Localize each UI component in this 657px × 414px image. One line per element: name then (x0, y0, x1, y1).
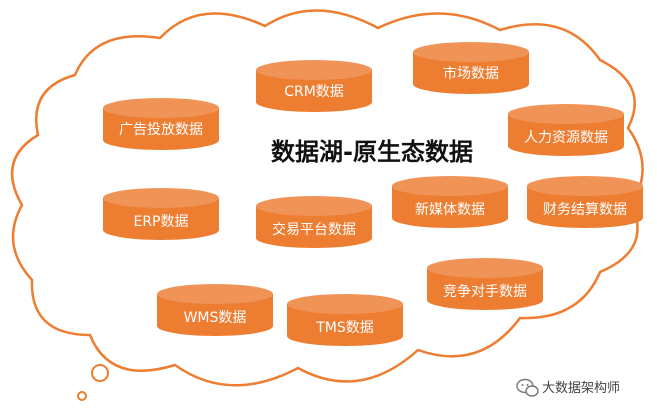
cylinder-label: 新媒体数据 (415, 202, 485, 218)
cylinder-finance: 财务结算数据 (527, 176, 643, 228)
cylinder-erp: ERP数据 (103, 188, 219, 240)
cylinder-label: ERP数据 (133, 214, 188, 230)
cylinder-new-media: 新媒体数据 (392, 176, 508, 228)
diagram-title: 数据湖-原生态数据 (271, 138, 473, 166)
cylinder-top (103, 98, 219, 118)
cylinder-competitor: 竞争对手数据 (427, 258, 543, 310)
cloud-puff-large (91, 364, 109, 382)
cylinder-top (157, 284, 273, 304)
cylinder-label: CRM数据 (284, 84, 344, 100)
cylinder-top (527, 176, 643, 196)
cylinder-tms: TMS数据 (287, 294, 403, 346)
cylinder-trading: 交易平台数据 (256, 196, 372, 248)
cylinder-top (103, 188, 219, 208)
cloud-puff-small (77, 391, 87, 401)
cylinder-crm: CRM数据 (256, 60, 372, 112)
cylinder-hr: 人力资源数据 (508, 104, 624, 156)
cylinder-top (392, 176, 508, 196)
cylinder-label: TMS数据 (315, 320, 374, 336)
cylinder-top (508, 104, 624, 124)
watermark-text: 大数据架构师 (542, 381, 620, 396)
cylinder-label: 竞争对手数据 (443, 283, 527, 300)
wechat-icon (516, 378, 539, 397)
cylinder-label: 广告投放数据 (119, 122, 203, 138)
cylinder-wms: WMS数据 (157, 284, 273, 336)
cylinder-top (413, 42, 529, 62)
cylinder-label: 人力资源数据 (524, 130, 608, 146)
cylinder-top (256, 196, 372, 216)
cylinder-top (256, 60, 372, 80)
cylinder-top (287, 294, 403, 314)
watermark: 大数据架构师 (516, 378, 620, 397)
cylinder-label: WMS数据 (184, 310, 247, 326)
cylinder-market: 市场数据 (413, 42, 529, 94)
cylinder-label: 交易平台数据 (272, 221, 356, 238)
cylinder-top (427, 258, 543, 278)
cylinder-label: 市场数据 (443, 65, 499, 82)
cylinder-label: 财务结算数据 (543, 202, 627, 218)
cylinder-ads: 广告投放数据 (103, 98, 219, 150)
